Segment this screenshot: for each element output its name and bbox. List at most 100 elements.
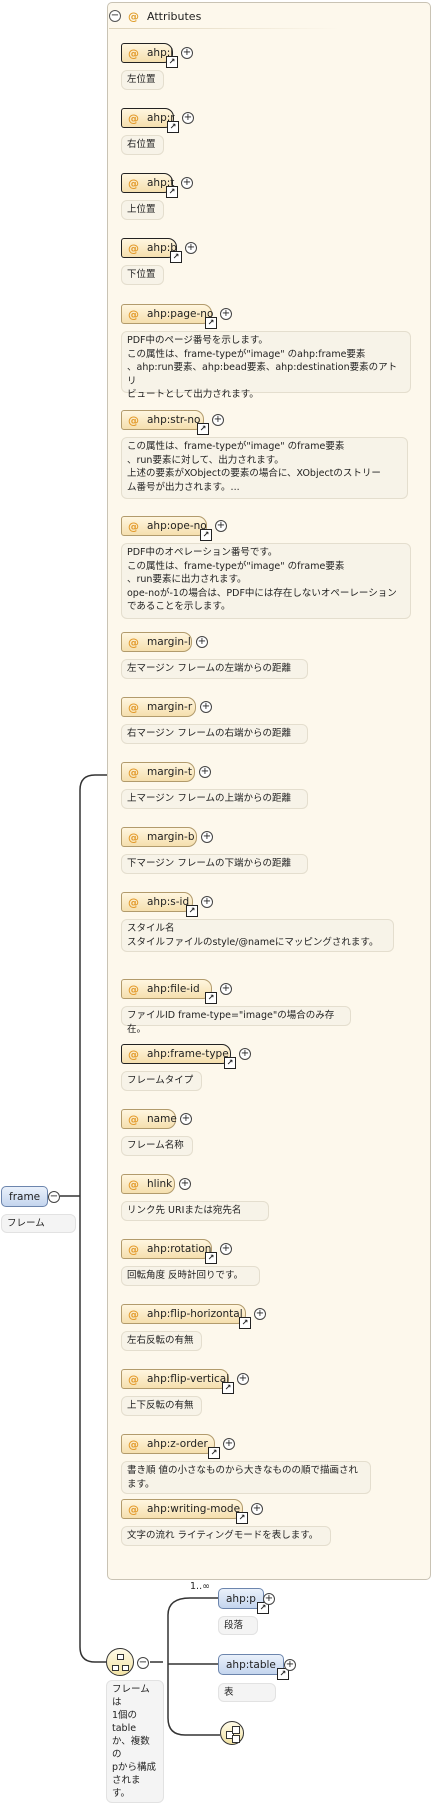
attribute-hlink[interactable]: @hlink — [121, 1174, 175, 1194]
attribute-ahp-flip-vertical[interactable]: @ahp:flip-vertical↗ — [121, 1369, 234, 1394]
collapse-icon[interactable]: − — [109, 10, 121, 22]
attribute-ahp-ope-no[interactable]: @ahp:ope-no↗ — [121, 516, 212, 541]
attribute-doc: PDF中のオペレーション番号です。 この属性は、frame-typeが"imag… — [121, 543, 411, 619]
attribute-name: ahp:writing-mode — [147, 1503, 241, 1515]
attribute-doc: 書き順 値の小さなものから大きなものの順で描画されます。 — [121, 1461, 371, 1494]
attribute-icon: @ — [128, 241, 139, 255]
attribute-doc: 左右反転の有無 — [121, 1331, 203, 1351]
reference-link-icon[interactable]: ↗ — [197, 423, 209, 435]
sequence-doc: フレームは 1個のtable か、複数の pから構成 されます。 — [106, 1680, 164, 1803]
attribute-expand-icon[interactable]: + — [185, 242, 197, 254]
attribute-ahp-b[interactable]: @ ahp:b↗ — [121, 238, 182, 263]
attribute-name[interactable]: @name — [121, 1109, 177, 1129]
attribute-expand-icon[interactable]: + — [200, 701, 212, 713]
reference-link-icon[interactable]: ↗ — [205, 317, 217, 329]
attribute-ahp-flip-horizontal[interactable]: @ahp:flip-horizontal↗ — [121, 1304, 251, 1329]
sequence-collapse-icon[interactable]: − — [137, 1657, 149, 1669]
attribute-name: ahp:b — [147, 242, 177, 254]
attribute-name: ahp:str-no — [147, 414, 201, 426]
reference-link-icon[interactable]: ↗ — [170, 251, 182, 263]
attribute-name: ahp:ope-no — [147, 520, 207, 532]
attribute-ahp-l[interactable]: @ahp:l↗ — [121, 43, 178, 68]
frame-element-label: frame — [9, 1190, 41, 1203]
ahp-p-multiplicity: 1..∞ — [190, 1581, 210, 1592]
reference-link-icon[interactable]: ↗ — [205, 992, 217, 1004]
attribute-icon: @ — [128, 46, 139, 60]
attribute-doc: フレーム名称 — [121, 1136, 193, 1156]
attribute-expand-icon[interactable]: + — [220, 1243, 232, 1255]
reference-link-icon[interactable]: ↗ — [186, 905, 198, 917]
attribute-expand-icon[interactable]: + — [239, 1048, 251, 1060]
attribute-expand-icon[interactable]: + — [196, 636, 208, 648]
attribute-icon: @ — [128, 413, 139, 427]
reference-link-icon[interactable]: ↗ — [166, 56, 178, 68]
reference-link-icon[interactable]: ↗ — [276, 1668, 289, 1680]
attribute-icon: @ — [128, 1502, 139, 1516]
attribute-expand-icon[interactable]: + — [182, 112, 194, 124]
ahp-table-element[interactable]: ahp:table ↗ — [218, 1654, 289, 1680]
attribute-expand-icon[interactable]: + — [220, 308, 232, 320]
attribute-ahp-frame-type[interactable]: @ahp:frame-type↗ — [121, 1044, 236, 1069]
reference-link-icon[interactable]: ↗ — [224, 1057, 236, 1069]
choice-compositor-icon[interactable] — [220, 1721, 244, 1745]
attribute-icon: @ — [128, 982, 139, 996]
attribute-margin-t[interactable]: @margin-t — [121, 762, 195, 782]
reference-link-icon[interactable]: ↗ — [222, 1382, 234, 1394]
ahp-p-expand-icon[interactable]: + — [263, 1593, 275, 1605]
attribute-expand-icon[interactable]: + — [179, 1178, 191, 1190]
attribute-doc: フレームタイプ — [121, 1071, 203, 1091]
attribute-ahp-str-no[interactable]: @ ahp:str-no↗ — [121, 410, 209, 435]
attribute-doc: 下位置 — [121, 265, 164, 285]
ahp-p-label: ahp:p — [226, 1592, 256, 1605]
sequence-compositor-icon[interactable] — [106, 1648, 134, 1676]
attribute-margin-b[interactable]: @margin-b — [121, 827, 197, 847]
attribute-expand-icon[interactable]: + — [223, 1438, 235, 1450]
attribute-ahp-file-id[interactable]: @ahp:file-id↗ — [121, 979, 217, 1004]
ahp-p-element[interactable]: ahp:p ↗ — [218, 1588, 269, 1614]
attribute-icon: @ — [128, 307, 139, 321]
attribute-ahp-writing-mode[interactable]: @ ahp:writing-mode↗ — [121, 1499, 248, 1524]
ahp-table-expand-icon[interactable]: + — [284, 1659, 296, 1671]
attribute-expand-icon[interactable]: + — [199, 766, 211, 778]
attribute-expand-icon[interactable]: + — [180, 1113, 192, 1125]
attribute-doc: 右位置 — [121, 135, 164, 155]
attribute-expand-icon[interactable]: + — [254, 1308, 266, 1320]
attribute-expand-icon[interactable]: + — [181, 177, 193, 189]
reference-link-icon[interactable]: ↗ — [167, 121, 179, 133]
reference-link-icon[interactable]: ↗ — [208, 1447, 220, 1459]
frame-collapse-icon[interactable]: − — [48, 1191, 60, 1203]
attribute-expand-icon[interactable]: + — [220, 983, 232, 995]
attributes-header[interactable]: − @ Attributes — [109, 6, 349, 26]
attribute-doc: 上マージン フレームの上端からの距離 — [121, 789, 308, 809]
attribute-expand-icon[interactable]: + — [201, 896, 213, 908]
attribute-doc: 上位置 — [121, 200, 164, 220]
attribute-expand-icon[interactable]: + — [201, 831, 213, 843]
reference-link-icon[interactable]: ↗ — [256, 1602, 269, 1614]
reference-link-icon[interactable]: ↗ — [205, 1252, 217, 1264]
attribute-expand-icon[interactable]: + — [215, 520, 227, 532]
reference-link-icon[interactable]: ↗ — [200, 529, 212, 541]
attribute-expand-icon[interactable]: + — [251, 1503, 263, 1515]
reference-link-icon[interactable]: ↗ — [239, 1317, 251, 1329]
attribute-margin-r[interactable]: @margin-r — [121, 697, 196, 717]
attribute-ahp-t[interactable]: @ahp:t↗ — [121, 173, 178, 198]
frame-doc: フレーム — [1, 1214, 76, 1233]
attribute-ahp-page-no[interactable]: @ahp:page-no↗ — [121, 304, 217, 329]
reference-link-icon[interactable]: ↗ — [236, 1512, 248, 1524]
attributes-divider — [109, 28, 339, 29]
attribute-ahp-rotation[interactable]: @ahp:rotation↗ — [121, 1239, 217, 1264]
attribute-expand-icon[interactable]: + — [212, 414, 224, 426]
attribute-icon: @ — [128, 635, 139, 649]
attribute-expand-icon[interactable]: + — [181, 47, 193, 59]
attribute-ahp-s-id[interactable]: @ahp:s-id↗ — [121, 892, 198, 917]
attributes-title: Attributes — [147, 9, 202, 23]
attribute-name: ahp:flip-horizontal — [147, 1308, 243, 1320]
frame-element[interactable]: frame — [1, 1186, 49, 1207]
attribute-ahp-r[interactable]: @ahp:r↗ — [121, 108, 179, 133]
attribute-margin-l[interactable]: @margin-l — [121, 632, 192, 652]
attribute-ahp-z-order[interactable]: @ahp:z-order↗ — [121, 1434, 220, 1459]
reference-link-icon[interactable]: ↗ — [166, 186, 178, 198]
attribute-name: margin-b — [147, 831, 195, 843]
attribute-expand-icon[interactable]: + — [237, 1373, 249, 1385]
